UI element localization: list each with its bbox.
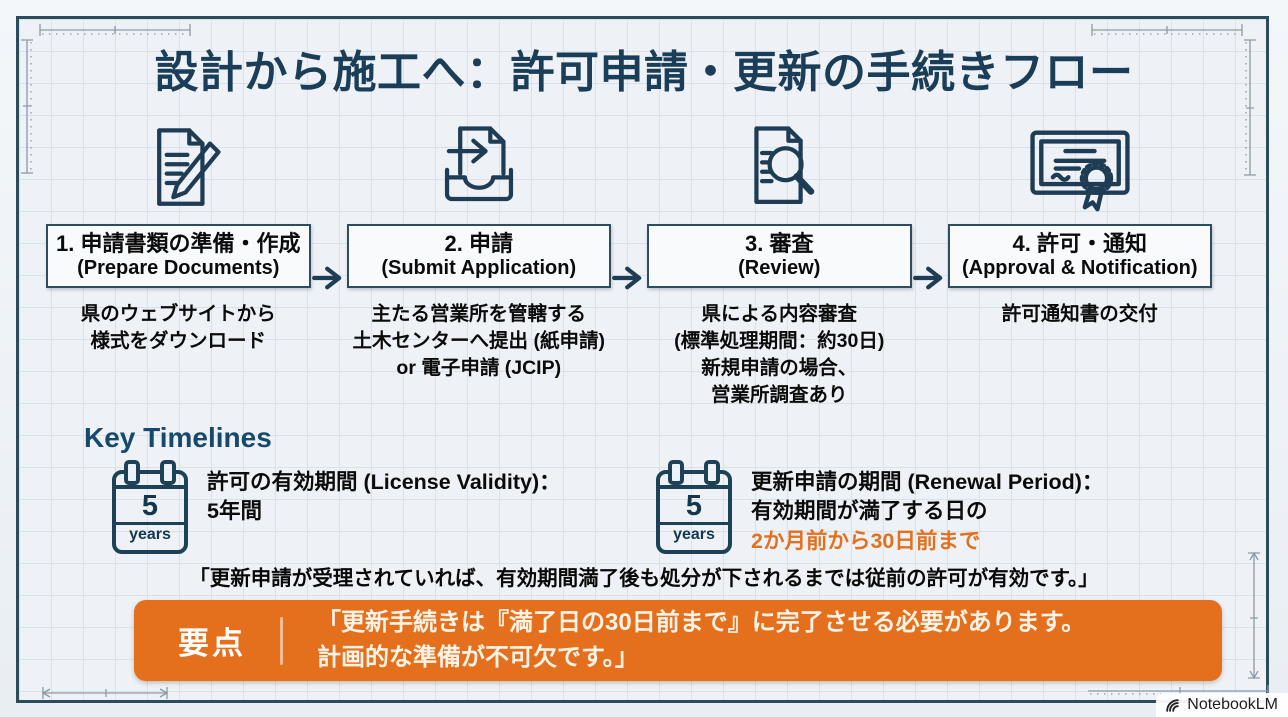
timeline-text: 許可の有効期間 (License Validity)： 5年間 bbox=[207, 462, 561, 527]
document-pencil-icon bbox=[131, 118, 225, 224]
calendar-number: 5 bbox=[141, 490, 159, 522]
brand-name: NotebookLM bbox=[1187, 696, 1278, 713]
submit-inbox-icon bbox=[432, 118, 526, 224]
key-timelines-heading: Key Timelines bbox=[84, 422, 272, 453]
step-label: 2. 申請 bbox=[444, 231, 513, 256]
document-magnifier-icon bbox=[732, 118, 826, 224]
calendar-icon: 5 years bbox=[656, 460, 732, 554]
calendar-ring bbox=[704, 460, 720, 485]
keypoint-text: 「更新手続きは『満了日の30日前まで』に完了させる必要があります。 計画的な準備… bbox=[317, 608, 1086, 671]
timeline-highlight-text: 2か月前から30日前まで bbox=[751, 528, 981, 553]
timeline-main-text: 更新申請の期間 (Renewal Period)： 有効期間が満了する日の bbox=[751, 470, 1104, 524]
calendar-header-line bbox=[660, 485, 728, 489]
calendar-ring bbox=[668, 460, 684, 485]
calendar-ring bbox=[160, 460, 176, 485]
timeline-renewal-period: 5 years 更新申請の期間 (Renewal Period)： 有効期間が満… bbox=[656, 460, 1103, 556]
flow-arrow-icon bbox=[611, 265, 647, 291]
step-label: 4. 許可・通知 bbox=[1012, 231, 1147, 256]
calendar-unit: years bbox=[673, 526, 715, 544]
timeline-main-text: 許可の有効期間 (License Validity)： 5年間 bbox=[207, 470, 561, 524]
step-sublabel: (Approval & Notification) bbox=[961, 256, 1198, 279]
notebooklm-brand-chip: NotebookLM bbox=[1156, 693, 1288, 717]
flow-step-1: 1. 申請書類の準備・作成 (Prepare Documents) 県のウェブサ… bbox=[46, 118, 311, 355]
keypoint-label: 要点 bbox=[178, 626, 246, 661]
calendar-rule-line bbox=[116, 522, 184, 526]
page-title: 設計から施工へ：許可申請・更新の手続きフロー bbox=[154, 48, 1134, 97]
calendar-header-line bbox=[116, 485, 184, 489]
timeline-license-validity: 5 years 許可の有効期間 (License Validity)： 5年間 bbox=[112, 460, 561, 554]
step-description: 県のウェブサイトから 様式をダウンロード bbox=[80, 302, 276, 352]
step-description: 県による内容審査 (標準処理期間：約30日) 新規申請の場合、 営業所調査あり bbox=[674, 302, 885, 407]
renewal-note-text: 「更新申請が受理されていれば、有効期間満了後も処分が下されるまでは従前の許可が有… bbox=[189, 567, 1099, 590]
calendar-ring bbox=[124, 460, 140, 485]
calendar-rule-line bbox=[660, 522, 728, 526]
step-description: 許可通知書の交付 bbox=[1001, 302, 1158, 325]
step-label: 3. 審査 bbox=[745, 231, 814, 256]
step-sublabel: (Submit Application) bbox=[381, 256, 577, 279]
certificate-icon bbox=[1024, 118, 1136, 224]
flow-diagram: 1. 申請書類の準備・作成 (Prepare Documents) 県のウェブサ… bbox=[46, 118, 1212, 410]
flow-step-2: 2. 申請 (Submit Application) 主たる営業所を管轄する 土… bbox=[346, 118, 611, 382]
calendar-unit: years bbox=[129, 526, 171, 544]
keypoint-divider bbox=[280, 616, 283, 665]
step-box: 4. 許可・通知 (Approval & Notification) bbox=[947, 224, 1212, 288]
timeline-text: 更新申請の期間 (Renewal Period)： 有効期間が満了する日の 2か月… bbox=[751, 462, 1103, 556]
flow-arrow-icon bbox=[912, 265, 948, 291]
step-box: 1. 申請書類の準備・作成 (Prepare Documents) bbox=[46, 224, 311, 288]
flow-step-4: 4. 許可・通知 (Approval & Notification) 許可通知書… bbox=[947, 118, 1212, 328]
step-box: 2. 申請 (Submit Application) bbox=[346, 224, 611, 288]
calendar-icon: 5 years bbox=[112, 460, 188, 554]
step-sublabel: (Review) bbox=[738, 256, 821, 279]
step-description: 主たる営業所を管轄する 土木センターへ提出 (紙申請) or 電子申請 (JCI… bbox=[352, 302, 605, 380]
notebooklm-logo-icon bbox=[1166, 698, 1180, 712]
flow-arrow-icon bbox=[311, 265, 347, 291]
step-box: 3. 審査 (Review) bbox=[647, 224, 912, 288]
step-sublabel: (Prepare Documents) bbox=[77, 256, 280, 279]
step-label: 1. 申請書類の準備・作成 bbox=[56, 231, 301, 256]
calendar-number: 5 bbox=[685, 490, 703, 522]
flow-step-3: 3. 審査 (Review) 県による内容審査 (標準処理期間：約30日) 新規… bbox=[647, 118, 912, 410]
keypoint-banner: 要点 「更新手続きは『満了日の30日前まで』に完了させる必要があります。 計画的… bbox=[134, 600, 1222, 681]
